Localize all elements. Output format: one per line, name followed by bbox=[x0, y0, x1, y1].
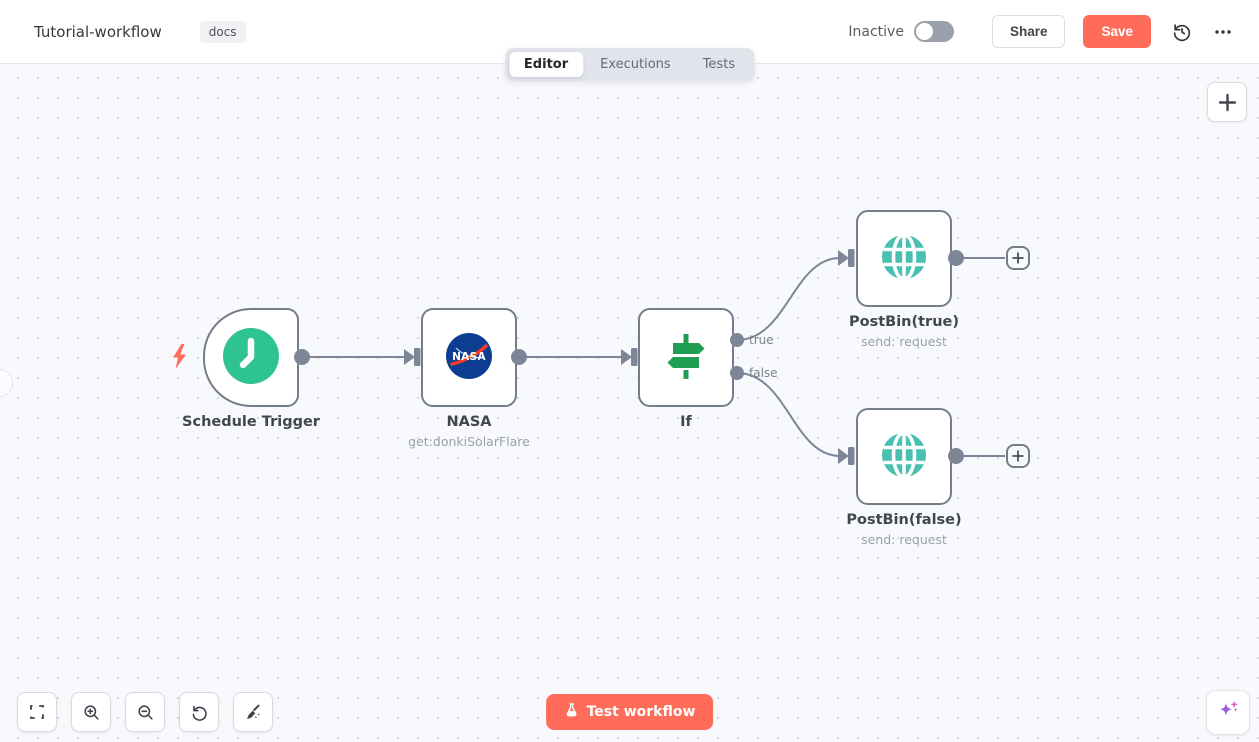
workflow-tag-docs[interactable]: docs bbox=[199, 20, 246, 43]
more-options-icon[interactable] bbox=[1213, 22, 1233, 42]
globe-icon bbox=[876, 427, 932, 487]
tab-tests[interactable]: Tests bbox=[702, 57, 736, 72]
node-label: Schedule Trigger bbox=[182, 414, 320, 430]
fit-view-button[interactable] bbox=[17, 692, 57, 732]
signpost-icon bbox=[658, 328, 714, 388]
save-button[interactable]: Save bbox=[1083, 14, 1151, 49]
workflow-canvas[interactable] bbox=[0, 64, 1259, 742]
if-output-false-label: false bbox=[749, 366, 778, 380]
share-button[interactable]: Share bbox=[991, 14, 1066, 49]
if-output-true-label: true bbox=[749, 333, 774, 347]
node-postbin-true[interactable]: PostBin(true) send: request bbox=[849, 210, 959, 349]
zoom-out-button[interactable] bbox=[125, 692, 165, 732]
node-label: PostBin(false) bbox=[846, 512, 962, 528]
canvas-controls bbox=[17, 692, 273, 732]
tab-executions[interactable]: Executions bbox=[600, 57, 671, 72]
node-label: PostBin(true) bbox=[849, 314, 959, 330]
zoom-in-button[interactable] bbox=[71, 692, 111, 732]
test-workflow-button[interactable]: Test workflow bbox=[545, 694, 714, 730]
test-workflow-label: Test workflow bbox=[586, 704, 696, 720]
history-icon[interactable] bbox=[1171, 21, 1193, 43]
svg-text:NASA: NASA bbox=[452, 351, 486, 363]
reset-zoom-button[interactable] bbox=[179, 692, 219, 732]
node-label: NASA bbox=[446, 414, 492, 430]
flask-icon bbox=[564, 702, 579, 723]
ai-assistant-button[interactable] bbox=[1206, 690, 1250, 735]
add-node-button[interactable] bbox=[1207, 82, 1247, 122]
globe-icon bbox=[876, 229, 932, 289]
trigger-bolt-icon bbox=[171, 343, 188, 374]
ai-sparkle-icon bbox=[1216, 699, 1240, 727]
node-subtitle: send: request bbox=[861, 334, 947, 349]
workflow-title[interactable]: Tutorial-workflow bbox=[34, 22, 162, 41]
view-tabs: Editor Executions Tests bbox=[504, 48, 755, 81]
clock-icon bbox=[222, 327, 280, 389]
node-schedule-trigger[interactable]: Schedule Trigger bbox=[182, 308, 320, 430]
toggle-knob bbox=[915, 23, 933, 40]
node-if[interactable]: If bbox=[638, 308, 734, 430]
node-postbin-false[interactable]: PostBin(false) send: request bbox=[846, 408, 962, 547]
active-status-label: Inactive bbox=[848, 23, 904, 40]
node-nasa[interactable]: NASA NASA get:donkiSolarFlare bbox=[408, 308, 530, 449]
node-subtitle: get:donkiSolarFlare bbox=[408, 434, 530, 449]
tidy-up-button[interactable] bbox=[233, 692, 273, 732]
active-toggle[interactable] bbox=[913, 21, 954, 42]
node-label: If bbox=[680, 414, 692, 430]
nasa-logo-icon: NASA bbox=[444, 331, 494, 385]
tab-editor[interactable]: Editor bbox=[508, 52, 584, 77]
node-subtitle: send: request bbox=[861, 532, 947, 547]
